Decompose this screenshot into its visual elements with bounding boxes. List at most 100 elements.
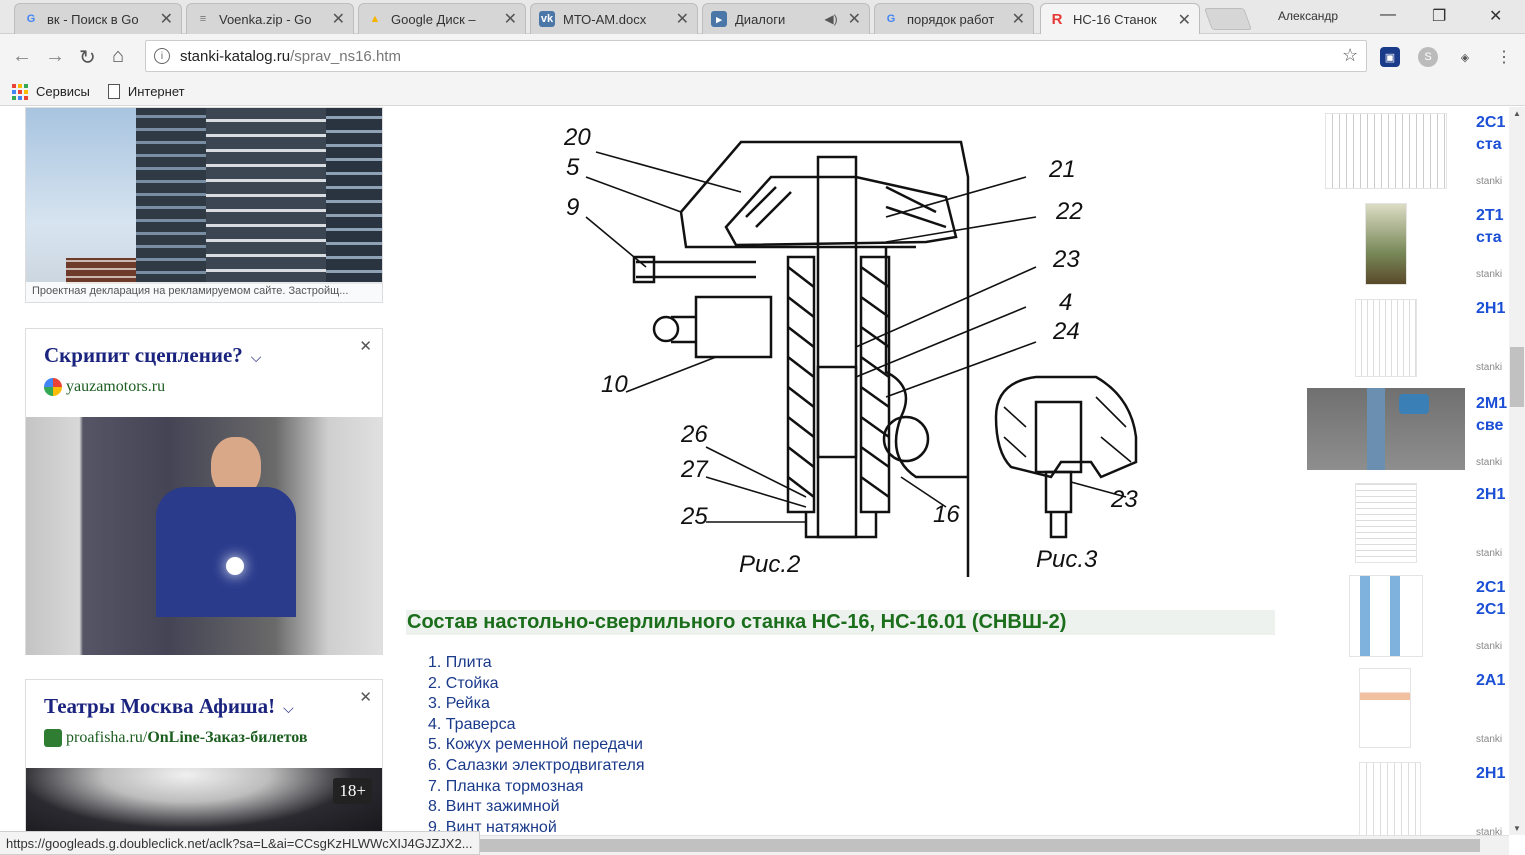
maximize-icon[interactable]: ❐ xyxy=(1432,8,1447,25)
label-4: 4 xyxy=(1059,289,1072,316)
chevron-down-icon[interactable]: ⌵ xyxy=(250,349,262,365)
related-thumbnail[interactable] xyxy=(1359,668,1411,748)
related-title[interactable]: 2Н1 xyxy=(1476,486,1506,503)
speaker-icon[interactable]: ◀) xyxy=(824,12,838,26)
ad-title[interactable]: Театры Москва Афиша! xyxy=(44,694,276,718)
related-thumbnail[interactable] xyxy=(1349,575,1423,657)
home-icon[interactable]: ⌂ xyxy=(112,45,125,67)
tab-google-drive[interactable]: ▲ Google Диск – ✕ xyxy=(358,3,526,34)
vertical-scrollbar[interactable]: ▲ ▼ xyxy=(1509,107,1525,835)
reload-icon[interactable]: ↻ xyxy=(79,47,96,69)
skype-icon[interactable]: S xyxy=(1418,47,1438,67)
tab-search-vk[interactable]: G вк - Поиск в Go ✕ xyxy=(14,3,182,34)
close-icon[interactable]: ✕ xyxy=(331,11,345,28)
forward-icon[interactable]: → xyxy=(45,45,65,67)
tab-mto-am[interactable]: vk МТО-АМ.docx ✕ xyxy=(530,3,698,34)
bookmark-services[interactable]: Сервисы xyxy=(12,83,90,100)
ad-site[interactable]: yauzamotors.ru xyxy=(66,378,166,395)
tab-dialogs[interactable]: ▸ Диалоги ◀) ✕ xyxy=(702,3,870,34)
related-source: stanki xyxy=(1476,362,1503,373)
ad-site[interactable]: proafisha.ru/OnLine-Заказ-билетов xyxy=(66,729,307,747)
scroll-down-icon[interactable]: ▼ xyxy=(1513,824,1521,833)
bookmark-star-icon[interactable]: ☆ xyxy=(1342,45,1359,65)
list-item: 6. Салазки электродвигателя xyxy=(428,756,645,774)
bookmarks-bar: Сервисы Интернет xyxy=(0,78,1525,106)
vk-icon: vk xyxy=(539,11,555,27)
close-icon[interactable]: ✕ xyxy=(675,11,689,28)
close-icon[interactable]: ✕ xyxy=(847,11,861,28)
address-bar[interactable]: i stanki-katalog.ru/sprav_ns16.htm xyxy=(145,40,1367,72)
related-title[interactable]: 2С1 ста xyxy=(1476,114,1506,153)
related-item[interactable]: 2Н1 stanki xyxy=(1307,758,1509,835)
related-item[interactable]: 2Т1 ста stanki xyxy=(1307,200,1509,293)
list-item: 9. Винт натяжной xyxy=(428,818,557,835)
bookmark-label: Сервисы xyxy=(36,84,90,99)
tab-voenka[interactable]: ≡ Voenka.zip - Go ✕ xyxy=(186,3,354,34)
related-item[interactable]: 2М1 све stanki xyxy=(1307,388,1509,481)
related-thumbnail[interactable] xyxy=(1359,762,1421,835)
building-image xyxy=(136,108,206,284)
related-title[interactable]: 2А1 xyxy=(1476,672,1506,689)
label-23: 23 xyxy=(1052,246,1080,273)
related-thumbnail[interactable] xyxy=(1307,388,1465,470)
related-title[interactable]: 2Т1 ста xyxy=(1476,207,1504,246)
close-icon[interactable]: ✕ xyxy=(359,338,372,355)
new-tab-button[interactable] xyxy=(1203,8,1253,30)
mechanic-photo[interactable] xyxy=(26,417,382,655)
close-icon[interactable]: ✕ xyxy=(1011,11,1025,28)
related-title[interactable]: 2С1 2С1 xyxy=(1476,579,1506,618)
close-window-icon[interactable]: ✕ xyxy=(1489,8,1503,25)
label-20: 20 xyxy=(563,124,591,151)
label-22: 22 xyxy=(1055,198,1083,225)
related-title[interactable]: 2Н1 xyxy=(1476,765,1506,782)
technical-drawing: 20 5 9 10 26 27 25 21 22 23 4 24 16 23 Р… xyxy=(556,117,1148,587)
related-item[interactable]: 2С1 ста stanki xyxy=(1307,107,1509,200)
related-title[interactable]: 2М1 све xyxy=(1476,395,1508,434)
drawing-labels: 20 5 9 10 26 27 25 21 22 23 4 24 16 23 Р… xyxy=(563,124,1138,578)
scroll-thumb[interactable] xyxy=(1510,347,1524,407)
related-item[interactable]: 2С1 2С1 stanki xyxy=(1307,572,1509,665)
machine-head xyxy=(1399,394,1429,414)
drawing-svg: 20 5 9 10 26 27 25 21 22 23 4 24 16 23 Р… xyxy=(563,124,1138,578)
extension-icon[interactable]: ▣ xyxy=(1380,47,1400,67)
profile-name[interactable]: Александр xyxy=(1278,9,1339,23)
related-item[interactable]: 2Н1 stanki xyxy=(1307,293,1509,386)
theatre-photo[interactable]: 18+ xyxy=(26,768,382,835)
bookmark-internet[interactable]: Интернет xyxy=(107,84,185,99)
label-16: 16 xyxy=(933,501,960,528)
tab-work-order[interactable]: G порядок работ ✕ xyxy=(874,3,1034,34)
scroll-up-icon[interactable]: ▲ xyxy=(1513,109,1521,118)
close-icon[interactable]: ✕ xyxy=(1177,11,1191,29)
parts-list: 1. Плита 2. Стойка 3. Рейка 4. Траверса … xyxy=(428,653,645,835)
info-icon[interactable]: i xyxy=(154,48,170,64)
related-item[interactable]: 2А1 stanki xyxy=(1307,665,1509,758)
chevron-down-icon[interactable]: ⌵ xyxy=(283,700,294,716)
drive-icon: ▲ xyxy=(369,13,381,25)
label-5: 5 xyxy=(566,154,580,181)
related-thumbnail[interactable] xyxy=(1365,203,1407,285)
caption-fig2: Рис.2 xyxy=(739,551,800,578)
related-source: stanki xyxy=(1476,827,1503,835)
building-ad-banner[interactable]: Проектная декларация на рекламируемом са… xyxy=(25,107,383,303)
related-item[interactable]: 2Н1 stanki xyxy=(1307,479,1509,572)
section-heading: Состав настольно-сверлильного станка НС-… xyxy=(406,610,1275,635)
vpn-icon[interactable]: ◈ xyxy=(1460,51,1470,64)
minimize-icon[interactable]: — xyxy=(1380,6,1396,23)
related-thumbnail[interactable] xyxy=(1355,299,1417,377)
related-title[interactable]: 2Н1 xyxy=(1476,300,1506,317)
back-icon[interactable]: ← xyxy=(12,45,32,67)
close-icon[interactable]: ✕ xyxy=(359,689,372,706)
ad-title[interactable]: Скрипит сцепление? xyxy=(44,343,243,367)
ad-card-theatre[interactable]: Театры Москва Афиша! ⌵ ✕ proafisha.ru/OnL… xyxy=(25,679,383,835)
ad-card-clutch[interactable]: Скрипит сцепление? ⌵ ✕ yauzamotors.ru xyxy=(25,328,383,655)
vk-icon: ▸ xyxy=(711,11,727,27)
close-icon[interactable]: ✕ xyxy=(503,11,517,28)
related-thumbnail[interactable] xyxy=(1355,483,1417,563)
menu-icon[interactable]: ⋮ xyxy=(1496,49,1512,66)
close-icon[interactable]: ✕ xyxy=(159,11,173,28)
related-thumbnail[interactable] xyxy=(1325,113,1447,189)
list-item: 7. Планка тормозная xyxy=(428,777,584,795)
related-source: stanki xyxy=(1476,457,1503,468)
tab-ns16-active[interactable]: R НС-16 Станок ✕ xyxy=(1040,3,1200,35)
mechanic-body xyxy=(156,487,296,617)
